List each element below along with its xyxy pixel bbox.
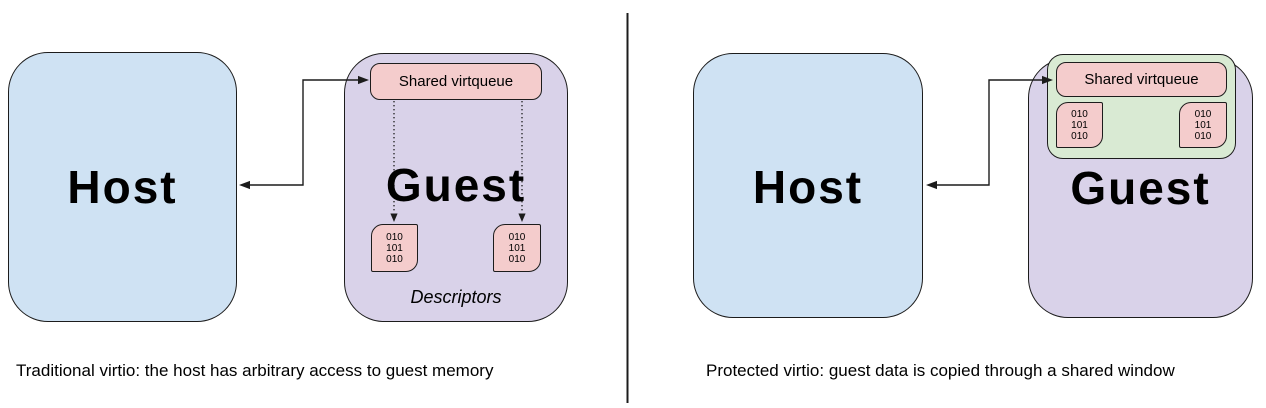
guest-label: Guest (385, 159, 527, 211)
descriptor-bits-line: 010 (1194, 130, 1212, 142)
descriptor-bits-line: 010 (386, 253, 403, 265)
descriptor-bits-line: 010 (1071, 108, 1088, 120)
shared-virtqueue-label: Shared virtqueue (398, 73, 514, 90)
descriptor-bits-line: 101 (508, 242, 526, 254)
caption-protected: Protected virtio: guest data is copied t… (706, 361, 1175, 380)
descriptors-label: Descriptors (410, 287, 502, 307)
descriptor-bits-line: 101 (1071, 119, 1088, 131)
host-box (693, 53, 923, 318)
descriptor-box: 010 101 010 (1056, 102, 1103, 148)
host-label: Host (67, 161, 178, 213)
descriptor-box: 010 101 010 (493, 224, 541, 272)
shared-virtqueue-box: Shared virtqueue (370, 63, 542, 100)
descriptor-box: 010 101 010 (371, 224, 418, 272)
descriptor-box: 010 101 010 (1179, 102, 1227, 148)
caption-traditional: Traditional virtio: the host has arbitra… (16, 361, 494, 380)
host-box (8, 52, 237, 322)
descriptor-bits-line: 010 (1194, 108, 1212, 120)
shared-virtqueue-box: Shared virtqueue (1056, 62, 1227, 97)
descriptor-bits-line: 101 (1194, 119, 1212, 131)
guest-label: Guest (1070, 162, 1211, 214)
host-label: Host (752, 161, 864, 213)
descriptor-bits-line: 010 (508, 231, 526, 243)
descriptor-bits-line: 010 (508, 253, 526, 265)
descriptor-bits-line: 101 (386, 242, 403, 254)
descriptor-bits-line: 010 (1071, 130, 1088, 142)
descriptor-bits-line: 010 (386, 231, 403, 243)
shared-virtqueue-label: Shared virtqueue (1084, 71, 1199, 88)
